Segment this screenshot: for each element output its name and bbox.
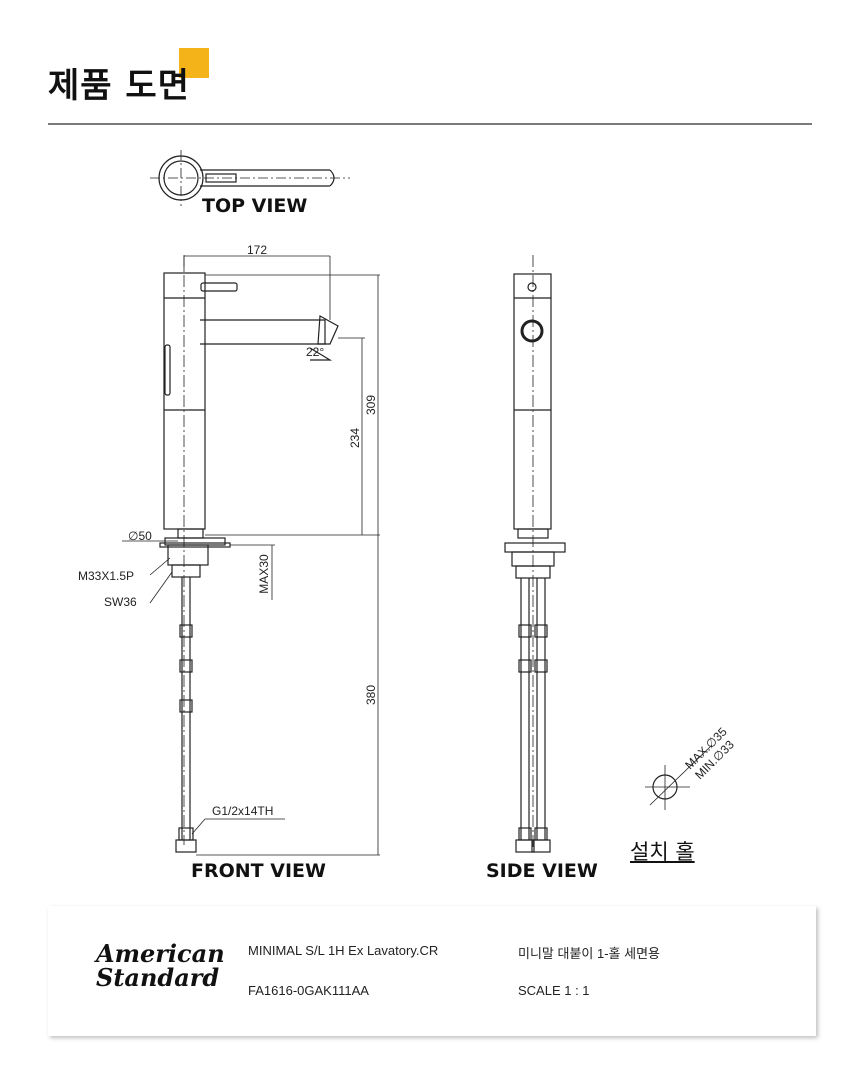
front-view-drawing (159, 255, 339, 853)
dim-sw36: SW36 (104, 595, 137, 609)
model-code: FA1616-0GAK111AA (248, 983, 369, 998)
dim-g12-thread: G1/2x14TH (212, 804, 273, 818)
dim-50-diameter: ∅50 (128, 529, 152, 543)
page-title: 제품 도면 (48, 66, 190, 106)
product-name-kr: 미니말 대붙이 1-홀 세면용 (518, 946, 660, 961)
dim-max30: MAX30 (257, 554, 271, 594)
side-view-label: SIDE VIEW (486, 860, 598, 882)
title-accent-block (179, 48, 209, 78)
installation-hole-drawing (645, 744, 713, 810)
dim-380: 380 (364, 685, 378, 705)
dim-309: 309 (364, 395, 378, 415)
side-view-drawing (504, 255, 566, 853)
product-name-en: MINIMAL S/L 1H Ex Lavatory.CR (248, 943, 439, 958)
dim-172: 172 (247, 243, 267, 257)
dim-22-angle: 22° (306, 345, 324, 359)
dim-m33-thread: M33X1.5P (78, 569, 134, 583)
title-block: American Standard MINIMAL S/L 1H Ex Lava… (48, 906, 816, 1036)
installation-hole-label: 설치 홀 (630, 840, 695, 864)
page-header: 제품 도면 (48, 48, 348, 108)
top-view-drawing (150, 150, 350, 206)
brand-line-1: American (96, 939, 225, 968)
header-divider (48, 123, 812, 125)
dim-234: 234 (348, 428, 362, 448)
front-view-label: FRONT VIEW (191, 860, 326, 882)
brand-line-2: Standard (96, 963, 220, 992)
scale-text: SCALE 1 : 1 (518, 983, 590, 998)
top-view-label: TOP VIEW (202, 195, 308, 217)
brand-logo: American Standard (96, 942, 225, 990)
